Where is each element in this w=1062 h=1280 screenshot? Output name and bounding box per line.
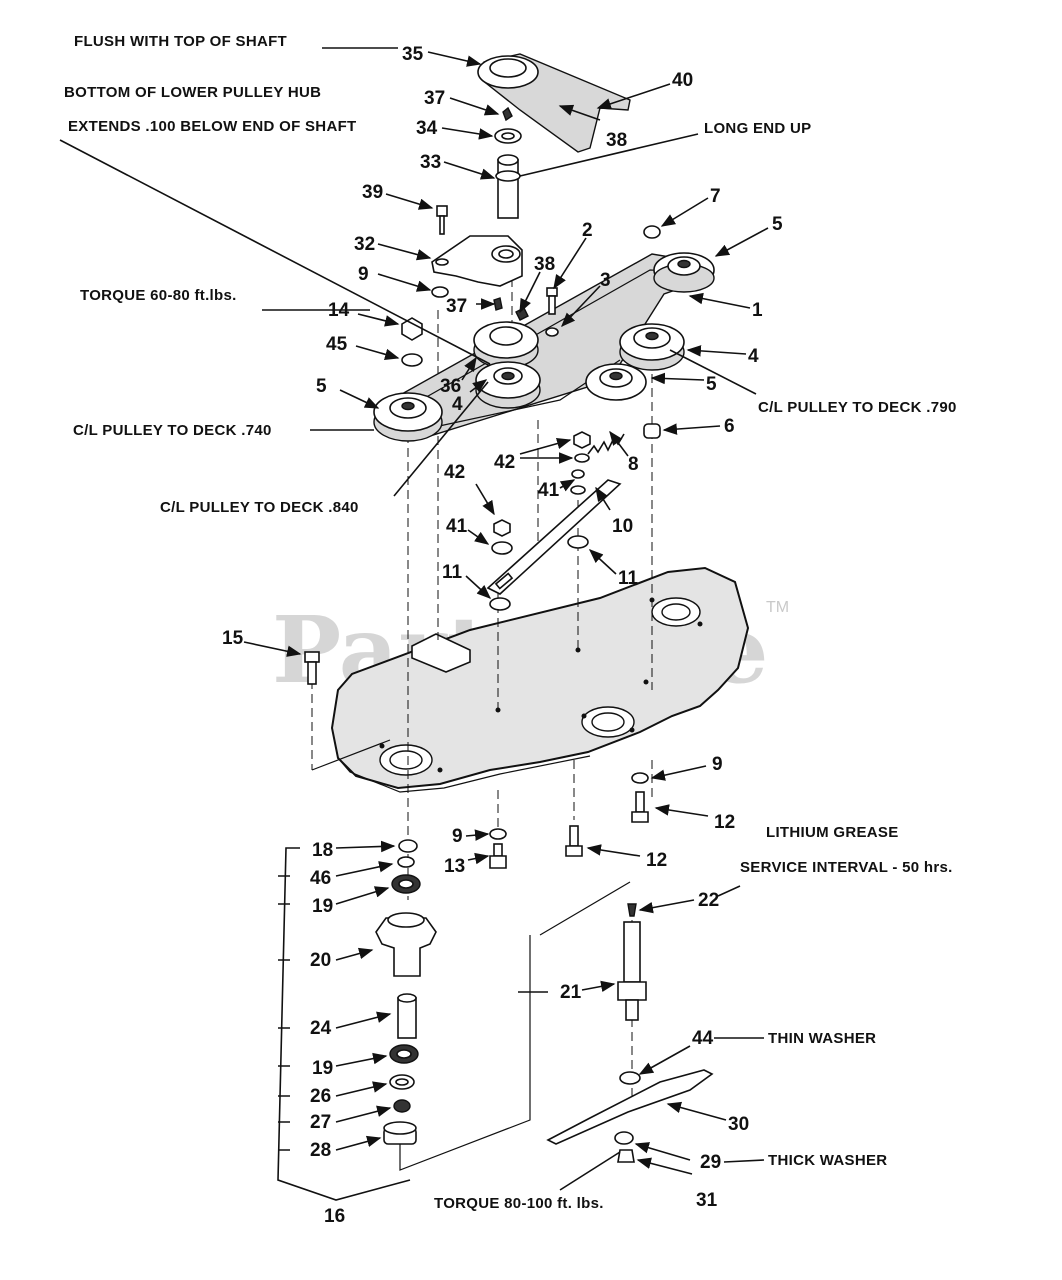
callout-33: 33 — [420, 152, 441, 173]
callout-28: 28 — [310, 1140, 331, 1161]
callout-35: 35 — [402, 44, 424, 65]
callout-4: 4 — [748, 346, 759, 367]
pulley-upper-center — [473, 321, 539, 369]
callout-36: 36 — [440, 376, 461, 397]
spindle-assembly — [375, 839, 437, 1145]
callout-9: 9 — [452, 826, 463, 847]
assembly-centerlines — [311, 250, 653, 1171]
pulley-left-5 — [373, 392, 443, 442]
callout-2: 2 — [582, 220, 593, 241]
notes: FLUSH WITH TOP OF SHAFT BOTTOM OF LOWER … — [64, 33, 957, 1212]
callout-29: 29 — [700, 1152, 721, 1173]
callout-11: 11 — [618, 568, 639, 589]
note-cl-790: C/L PULLEY TO DECK .790 — [758, 399, 957, 416]
callout-3: 3 — [600, 270, 611, 291]
deck-plate — [330, 566, 750, 793]
callout-31: 31 — [696, 1190, 718, 1211]
callout-6: 6 — [724, 416, 735, 437]
callout-18: 18 — [312, 840, 333, 861]
callout-20: 20 — [310, 950, 331, 971]
callout-4: 4 — [452, 394, 463, 415]
callout-41: 41 — [538, 480, 560, 501]
callout-1: 1 — [752, 300, 763, 321]
callout-42: 42 — [444, 462, 465, 483]
note-extends: EXTENDS .100 BELOW END OF SHAFT — [68, 118, 357, 135]
callout-11: 11 — [442, 562, 463, 583]
note-cl-840: C/L PULLEY TO DECK .840 — [160, 499, 359, 516]
callout-26: 26 — [310, 1086, 331, 1107]
note-service: SERVICE INTERVAL - 50 hrs. — [740, 859, 953, 876]
note-flush: FLUSH WITH TOP OF SHAFT — [74, 33, 287, 50]
callout-12: 12 — [646, 850, 667, 871]
note-torque-80: TORQUE 80-100 ft. lbs. — [434, 1195, 604, 1212]
callout-41: 41 — [446, 516, 468, 537]
callout-16: 16 — [324, 1206, 345, 1227]
watermark-trademark: TM — [766, 599, 789, 616]
note-bottom-hub: BOTTOM OF LOWER PULLEY HUB — [64, 84, 321, 101]
callout-44: 44 — [692, 1028, 714, 1049]
callout-12: 12 — [714, 812, 735, 833]
callout-45: 45 — [326, 334, 348, 355]
hardware — [304, 106, 661, 869]
note-long-end: LONG END UP — [704, 120, 811, 137]
callout-9: 9 — [712, 754, 723, 775]
callout-21: 21 — [560, 982, 582, 1003]
pulley-right-top-5 — [653, 252, 715, 293]
callout-24: 24 — [310, 1018, 332, 1039]
note-cl-740: C/L PULLEY TO DECK .740 — [73, 422, 272, 439]
blade-assembly — [546, 903, 714, 1163]
callout-32: 32 — [354, 234, 375, 255]
callout-39: 39 — [362, 182, 383, 203]
note-torque-60: TORQUE 60-80 ft.lbs. — [80, 287, 237, 304]
callout-8: 8 — [628, 454, 639, 475]
callout-9: 9 — [358, 264, 369, 285]
callout-37: 37 — [446, 296, 467, 317]
leader-lines — [59, 47, 769, 1201]
pulley-lower-center-4 — [475, 361, 541, 409]
callout-34: 34 — [416, 118, 438, 139]
callout-15: 15 — [222, 628, 244, 649]
pulley-right-4 — [619, 323, 685, 371]
note-thick-washer: THICK WASHER — [768, 1152, 887, 1169]
callout-5: 5 — [772, 214, 783, 235]
callout-7: 7 — [710, 186, 721, 207]
pulley-right-5 — [585, 363, 647, 401]
callout-19: 19 — [312, 1058, 333, 1079]
callout-5: 5 — [706, 374, 717, 395]
callout-22: 22 — [698, 890, 719, 911]
callout-14: 14 — [328, 300, 350, 321]
callout-27: 27 — [310, 1112, 331, 1133]
pulley-top-35 — [477, 55, 539, 89]
callout-5: 5 — [316, 376, 327, 397]
callout-42: 42 — [494, 452, 515, 473]
callout-13: 13 — [444, 856, 465, 877]
callout-38: 38 — [534, 254, 555, 275]
callout-37: 37 — [424, 88, 445, 109]
callout-38: 38 — [606, 130, 627, 151]
callout-19: 19 — [312, 896, 333, 917]
callout-40: 40 — [672, 70, 693, 91]
callouts: 35 40 37 38 34 33 39 32 9 38 2 7 5 3 37 … — [222, 44, 783, 1227]
callout-30: 30 — [728, 1114, 749, 1135]
callout-10: 10 — [612, 516, 633, 537]
callout-46: 46 — [310, 868, 331, 889]
note-lithium: LITHIUM GREASE — [766, 824, 899, 841]
note-thin-washer: THIN WASHER — [768, 1030, 876, 1047]
